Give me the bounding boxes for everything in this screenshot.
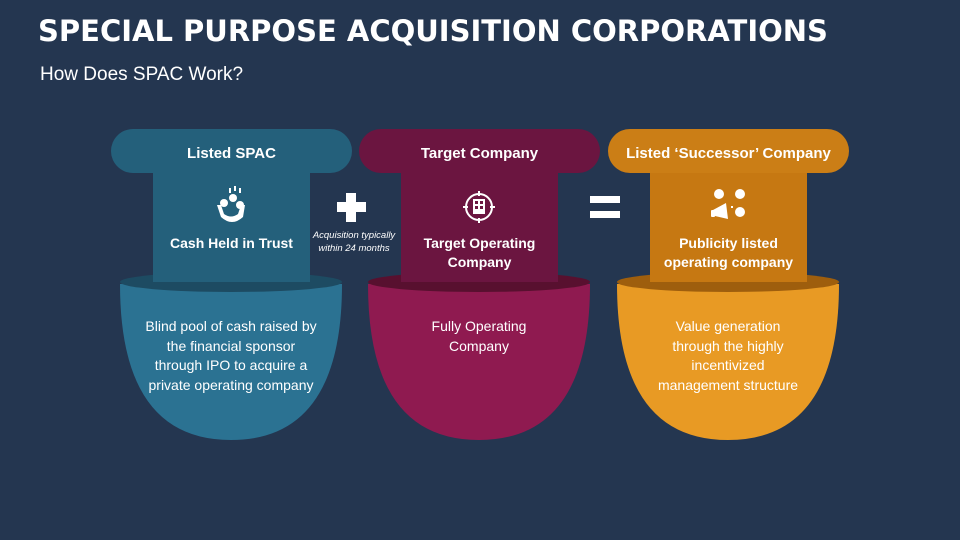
bowl-successor [617, 284, 839, 440]
column-target-company [359, 129, 600, 440]
header-pill-spac [111, 129, 352, 173]
column-successor-company [608, 129, 849, 440]
bowl-target [368, 284, 590, 440]
megaphone-icon [711, 189, 745, 219]
body-target-company: Fully Operating Company [431, 318, 527, 354]
page-subtitle: How Does SPAC Work? [40, 64, 244, 85]
page-title: SPECIAL PURPOSE ACQUISITION CORPORATIONS [38, 14, 828, 48]
bowl-spac [120, 284, 342, 440]
mid-label-target-operating: Target Operating Company [423, 235, 536, 270]
header-pill-successor [608, 129, 849, 173]
header-target-company: Target Company [420, 145, 539, 162]
body-successor-company: Value generation through the highly ince… [657, 318, 799, 393]
header-pill-target [359, 129, 600, 173]
acquisition-note: Acquisition typically within 24 months [312, 230, 396, 254]
equals-operator-icon [590, 196, 620, 218]
mid-label-cash-held: Cash Held in Trust [170, 235, 293, 251]
target-building-icon [463, 191, 495, 223]
column-listed-spac [111, 129, 352, 440]
body-listed-spac: Blind pool of cash raised by the financi… [145, 318, 317, 393]
hands-coins-icon [217, 186, 245, 222]
header-successor-company: Listed ‘Successor’ Company [626, 145, 831, 162]
plus-operator-icon [337, 193, 366, 222]
header-listed-spac: Listed SPAC [187, 145, 276, 162]
mid-label-publicity-listed: Publicity listed operating company [663, 235, 794, 270]
